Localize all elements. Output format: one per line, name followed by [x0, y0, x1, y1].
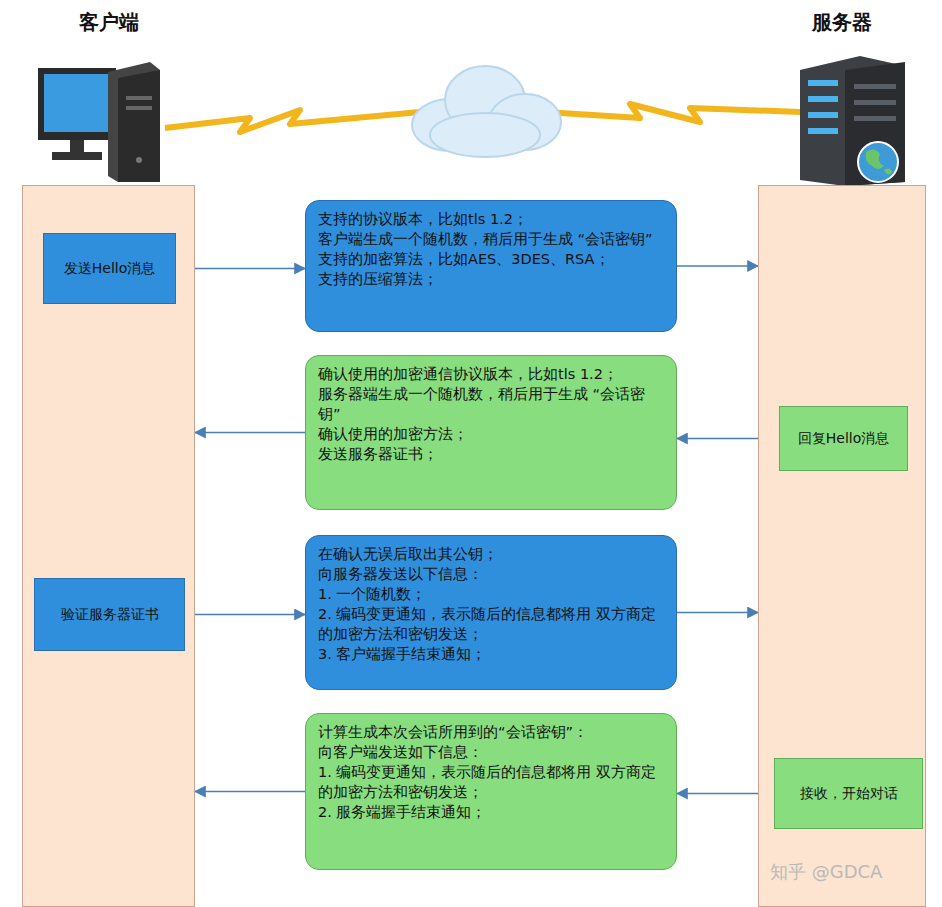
text-holder: 回复Hello消息 [798, 430, 890, 448]
arrow-connector [195, 432, 305, 434]
step-box: 发送Hello消息 [43, 233, 176, 304]
step-box: 验证服务器证书 [34, 578, 185, 651]
message-box: 支持的协议版本，比如tls 1.2；客户端生成一个随机数，稍后用于生成 “会话密… [305, 200, 677, 332]
box-text: 确认使用的加密通信协议版本，比如tls 1.2； [318, 364, 664, 384]
server-icon [800, 56, 905, 186]
box-text: 验证服务器证书 [61, 606, 159, 622]
cloud [412, 66, 561, 157]
box-text: 3. 客户端握手结束通知； [318, 644, 664, 664]
box-text: 2. 服务端握手结束通知； [318, 802, 664, 822]
text-holder: 接收，开始对话 [800, 785, 898, 803]
client-column: 客户端发送Hello消息验证服务器证书 [22, 185, 195, 907]
column-heading: 客户端 [23, 9, 194, 36]
box-text: 支持的加密算法，比如AES、3DES、RSA； [318, 249, 664, 269]
box-text: 支持的压缩算法； [318, 269, 664, 289]
text-holder: 发送Hello消息 [64, 260, 156, 278]
box-text: 客户端生成一个随机数，稍后用于生成 “会话密钥” [318, 229, 664, 249]
link-bolt [545, 104, 800, 122]
watermark: 知乎 @GDCA [770, 860, 882, 884]
box-text: 发送服务器证书； [318, 444, 664, 464]
message-box: 确认使用的加密通信协议版本，比如tls 1.2；服务器端生成一个随机数，稍后用于… [305, 355, 677, 510]
arrow-connector [677, 265, 758, 267]
box-text: 2. 编码变更通知，表示随后的信息都将用 双方商定的加密方法和密钥发送； [318, 604, 664, 644]
arrow-connector [185, 614, 305, 616]
step-box: 接收，开始对话 [774, 758, 923, 829]
message-box: 计算生成本次会话所用到的“会话密钥”：向客户端发送如下信息：1. 编码变更通知，… [305, 713, 677, 870]
box-text: 向客户端发送如下信息： [318, 742, 664, 762]
arrow-connector [195, 791, 305, 793]
box-text: 支持的协议版本，比如tls 1.2； [318, 209, 664, 229]
server-column: 服务器回复Hello消息接收，开始对话 [758, 185, 926, 907]
box-text: 确认使用的加密方法； [318, 424, 664, 444]
arrow-connector [677, 612, 758, 614]
box-text: 向服务器发送以下信息： [318, 564, 664, 584]
box-text: 回复Hello消息 [798, 430, 890, 446]
box-text: 1. 一个随机数； [318, 584, 664, 604]
box-text: 在确认无误后取出其公钥； [318, 544, 664, 564]
arrow-connector [176, 268, 305, 270]
column-heading: 服务器 [759, 9, 925, 36]
computer-icon [38, 62, 160, 182]
box-text: 服务器端生成一个随机数，稍后用于生成 “会话密钥” [318, 384, 664, 424]
box-text: 接收，开始对话 [800, 785, 898, 801]
link-bolt [165, 110, 420, 132]
text-holder: 验证服务器证书 [61, 606, 159, 624]
box-text: 1. 编码变更通知，表示随后的信息都将用 双方商定的加密方法和密钥发送； [318, 762, 664, 802]
step-box: 回复Hello消息 [779, 406, 908, 471]
box-text: 计算生成本次会话所用到的“会话密钥”： [318, 722, 664, 742]
message-box: 在确认无误后取出其公钥；向服务器发送以下信息：1. 一个随机数；2. 编码变更通… [305, 535, 677, 690]
box-text: 发送Hello消息 [64, 260, 156, 276]
